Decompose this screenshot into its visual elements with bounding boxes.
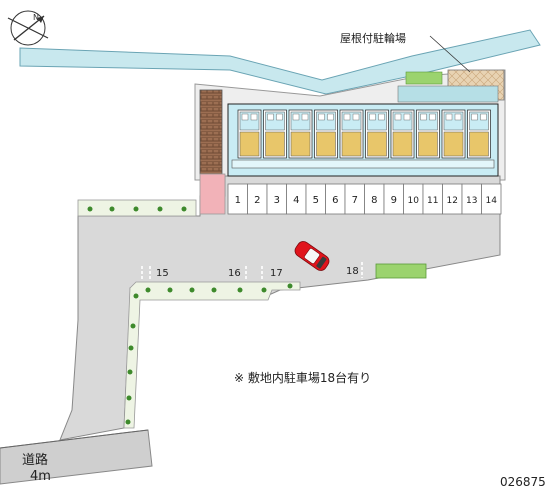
building-top-band <box>397 85 499 103</box>
pink-path <box>199 173 226 215</box>
road-label: 道路 <box>22 452 48 468</box>
apartment-building <box>227 103 499 177</box>
parking-spot-3: 3 <box>274 195 280 206</box>
river <box>19 29 541 95</box>
apartment-unit <box>441 109 466 159</box>
parking-spot-14: 14 <box>486 196 498 206</box>
compass-icon: N <box>7 10 49 46</box>
parking-spot-6: 6 <box>332 195 338 206</box>
parking-spot-16: 16 <box>228 268 241 279</box>
stair-brick <box>199 89 223 175</box>
entrance-curb <box>123 281 301 429</box>
parking-spot-4: 4 <box>293 195 299 206</box>
apartment-unit <box>339 109 364 159</box>
apartment-unit <box>416 109 440 159</box>
parking-spot-7: 7 <box>352 195 358 206</box>
top-green-dots <box>87 206 187 212</box>
parking-spot-2: 2 <box>254 195 260 206</box>
road-width: 4m <box>30 469 51 484</box>
parking-spot-12: 12 <box>447 196 458 206</box>
parking-spot-1: 1 <box>235 195 241 206</box>
parking-spot-15: 15 <box>156 268 169 279</box>
parking-spot-17: 17 <box>270 268 283 279</box>
parking-spot-11: 11 <box>427 196 438 206</box>
parking-spot-10: 10 <box>408 196 420 206</box>
parking-spot-18: 18 <box>346 266 359 277</box>
apartment-unit <box>314 109 338 159</box>
parking-spot-13: 13 <box>466 196 477 206</box>
curb-shrubs <box>125 283 293 425</box>
apartment-unit <box>263 109 287 159</box>
hedge <box>375 263 427 279</box>
parking-notice: ※ 敷地内駐車場18台有り <box>234 370 371 385</box>
bike-shelter-green <box>405 71 443 85</box>
apartment-unit <box>237 109 262 159</box>
apartment-unit <box>467 109 491 159</box>
parking-spot-5: 5 <box>313 195 319 206</box>
bike-shelter-label: 屋根付駐輪場 <box>340 31 406 45</box>
parking-spot-9: 9 <box>391 195 397 206</box>
apartment-unit <box>365 109 389 159</box>
parking-row-lower: 15 16 17 18 <box>141 262 363 280</box>
car-icon <box>294 241 330 271</box>
bike-shelter-leader <box>429 35 471 73</box>
parking-spot-8: 8 <box>371 195 377 206</box>
apartment-unit <box>288 109 313 159</box>
parking-spot-box <box>481 183 502 215</box>
svg-text:N: N <box>33 13 39 22</box>
apartment-unit <box>390 109 415 159</box>
property-code: 026875 <box>500 475 546 489</box>
